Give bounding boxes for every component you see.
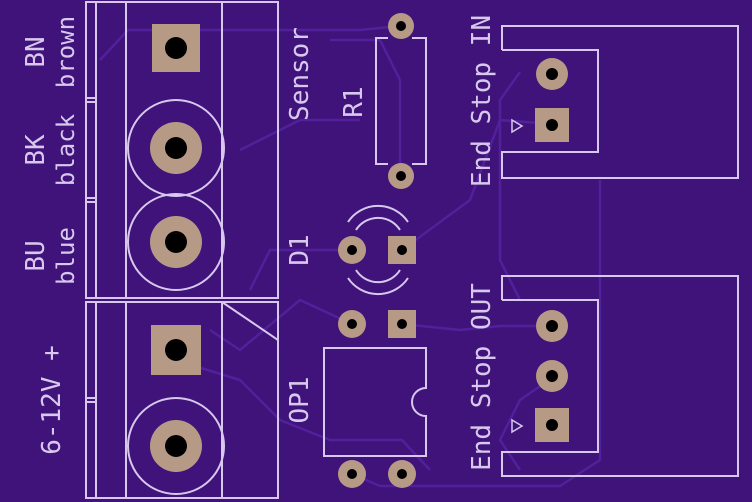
copper-traces [99, 24, 602, 488]
op1-outline [323, 347, 427, 457]
terminal-tab [85, 97, 97, 103]
label-end-stop-in: End Stop IN [467, 15, 497, 187]
label-r1: R1 [339, 86, 369, 117]
r1-resistor [375, 13, 427, 189]
label-sensor: Sensor [285, 27, 315, 121]
drill-hole [397, 319, 407, 329]
drill-hole [165, 37, 187, 59]
drill-hole [397, 469, 407, 479]
drill-hole [396, 21, 406, 31]
drill-hole [546, 370, 558, 382]
d1-outline [355, 216, 401, 231]
label-d1: D1 [285, 234, 315, 265]
drill-hole [165, 137, 187, 159]
d1-led [338, 204, 416, 296]
trace [330, 38, 402, 178]
drill-hole [546, 419, 558, 431]
terminal-ring [127, 193, 225, 291]
trace [174, 358, 431, 471]
d1-outline [347, 277, 409, 296]
drill-hole [347, 469, 357, 479]
connector-outline [501, 275, 739, 477]
terminal-tab [85, 397, 97, 403]
terminal-bevel [221, 301, 279, 498]
drill-hole [347, 319, 357, 329]
drill-hole [546, 119, 558, 131]
terminal-pads [150, 24, 202, 472]
drill-hole [546, 68, 558, 80]
label-brown: brown [52, 16, 80, 88]
silkscreen-labels: BN brown BK black BU blue 6-12V + Sensor… [21, 15, 497, 471]
end-stop-out-connector [501, 275, 739, 477]
label-op1: OP1 [285, 377, 315, 424]
trace [498, 376, 553, 471]
terminal-tab [85, 197, 97, 203]
drill-hole [165, 339, 187, 361]
label-power: 6-12V + [37, 345, 67, 455]
trace [248, 248, 352, 291]
trace [209, 298, 353, 352]
drill-hole [165, 231, 187, 253]
trace [351, 180, 602, 488]
terminal-block-outline [85, 1, 279, 499]
terminal-ring [127, 397, 225, 495]
trace [99, 24, 401, 61]
d1-outline [347, 204, 409, 223]
terminal-block-top [85, 1, 279, 299]
trace [401, 322, 552, 332]
terminal-ring [127, 99, 225, 197]
label-blue: blue [52, 227, 80, 285]
label-bn: BN [21, 36, 51, 67]
op1-chip [323, 310, 427, 488]
pin1-marker [511, 418, 524, 434]
trace [498, 71, 522, 301]
label-black: black [52, 113, 80, 186]
r1-outline [375, 37, 388, 165]
pin1-marker [511, 118, 524, 134]
label-bu: BU [21, 240, 51, 271]
trace [401, 118, 553, 252]
label-bk: BK [21, 134, 51, 166]
drill-hole [347, 245, 357, 255]
drill-hole [546, 320, 558, 332]
label-end-stop-out: End Stop OUT [467, 283, 497, 471]
drill-hole [165, 435, 187, 457]
r1-outline [412, 37, 427, 165]
connector-outline [501, 25, 739, 179]
trace [239, 118, 360, 152]
end-stop-in-connector [501, 25, 739, 179]
drill-hole [397, 245, 407, 255]
drill-hole [396, 171, 406, 181]
d1-outline [355, 269, 401, 284]
